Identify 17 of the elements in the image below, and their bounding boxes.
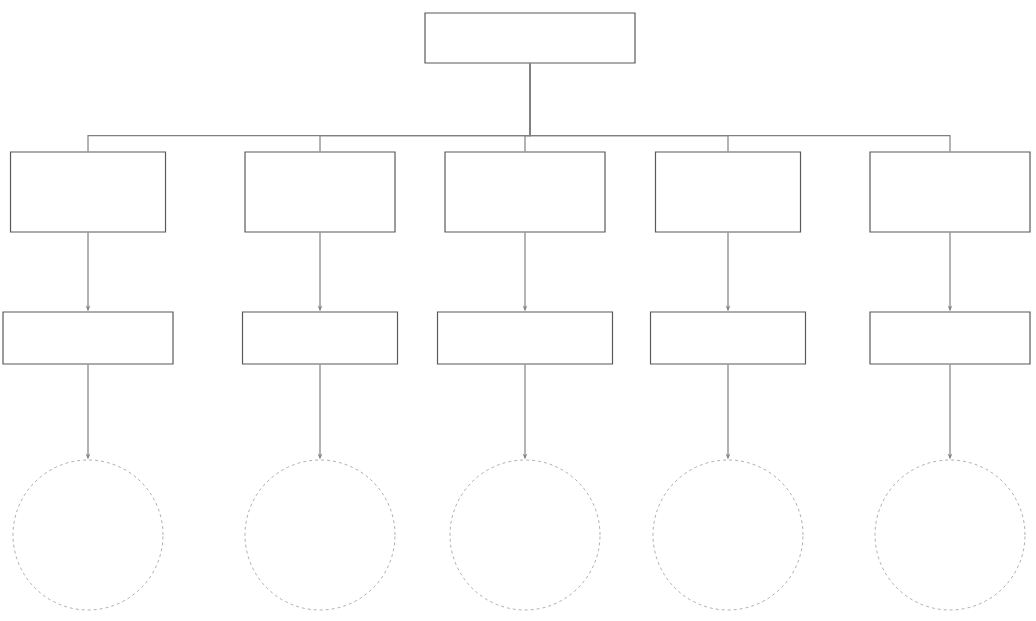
- dashed-circle: [449, 459, 601, 611]
- dashed-circle: [652, 459, 804, 611]
- process-box: [436, 311, 614, 365]
- process-box: [869, 311, 1031, 365]
- process-box: [241, 311, 399, 365]
- process-box: [9, 151, 167, 233]
- process-box: [2, 311, 174, 365]
- process-box: [654, 151, 802, 233]
- connector: [529, 63, 951, 152]
- process-box: [424, 12, 636, 64]
- dashed-circle: [244, 459, 396, 611]
- process-box: [869, 151, 1031, 233]
- dashed-circle: [874, 459, 1026, 611]
- process-box: [244, 151, 396, 233]
- process-box: [649, 311, 807, 365]
- process-box: [444, 151, 606, 233]
- dashed-circle: [12, 459, 164, 611]
